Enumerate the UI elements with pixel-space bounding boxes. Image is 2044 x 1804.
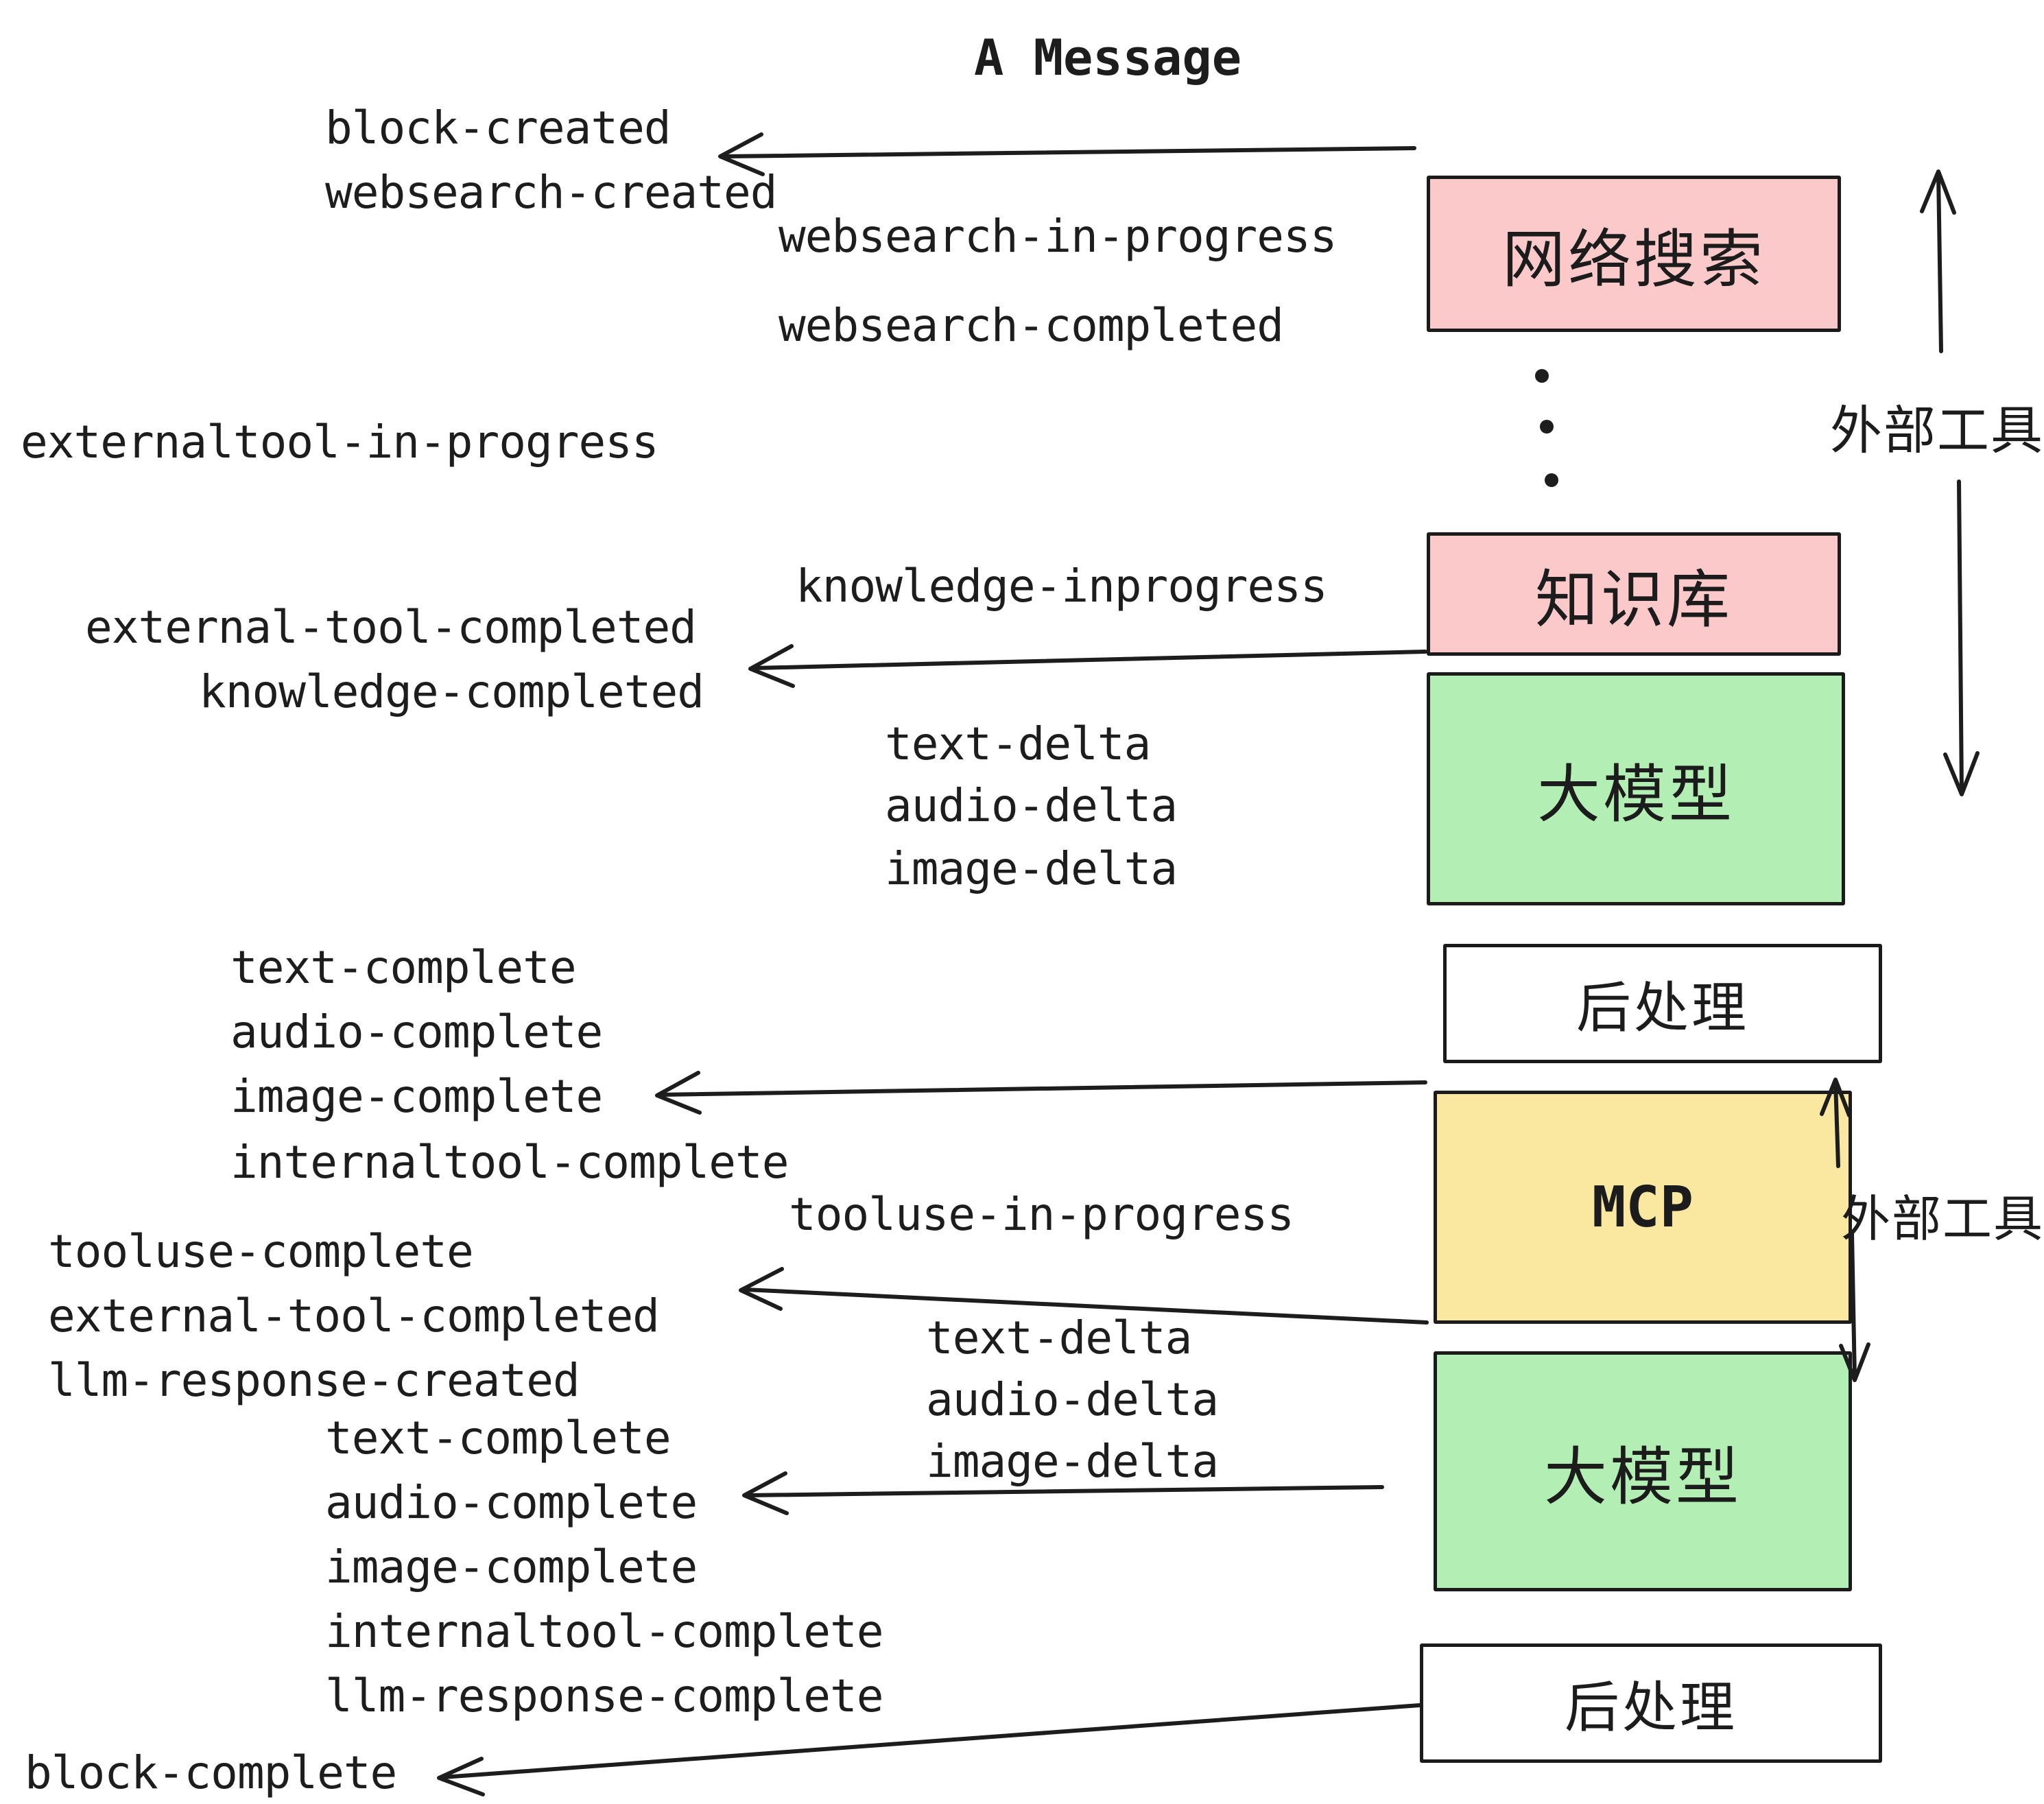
knowledge-base-box-label: 知识库	[1534, 565, 1733, 635]
event-websearch-completed: websearch-completed	[779, 299, 1284, 352]
event-image-delta-2: image-delta	[926, 1435, 1219, 1488]
event-text-complete-2: text-complete	[325, 1412, 672, 1464]
postprocess-box-top-label: 后处理	[1576, 977, 1749, 1039]
llm-box-top-label: 大模型	[1536, 759, 1735, 830]
external-tools-label-mcp: 外部工具	[1841, 1192, 2044, 1247]
page-title: A Message	[974, 29, 1242, 86]
event-tooluse-complete: tooluse-complete	[48, 1225, 474, 1278]
llm-box-bottom-label: 大模型	[1543, 1442, 1742, 1512]
event-text-delta-2: text-delta	[926, 1312, 1192, 1364]
arrow-up-external-top-icon	[1920, 169, 1956, 353]
event-audio-delta-2: audio-delta	[926, 1373, 1219, 1426]
websearch-box: 网络搜索	[1427, 176, 1841, 332]
websearch-box-label: 网络搜索	[1501, 224, 1766, 295]
event-externaltool-in-progress: externaltool-in-progress	[21, 416, 659, 468]
event-text-delta: text-delta	[885, 717, 1151, 770]
event-websearch-in-progress: websearch-in-progress	[779, 210, 1337, 263]
arrow-down-external-top-icon	[1943, 479, 1980, 796]
event-llm-response-complete: llm-response-complete	[325, 1670, 883, 1722]
arrow-image-complete-icon	[655, 1071, 1427, 1115]
event-tooluse-in-progress: tooluse-in-progress	[789, 1188, 1294, 1241]
event-image-complete-2: image-complete	[325, 1541, 698, 1593]
llm-box-top: 大模型	[1427, 672, 1845, 905]
event-block-complete: block-complete	[25, 1746, 397, 1799]
mcp-box-label: MCP	[1591, 1174, 1694, 1240]
event-audio-complete-2: audio-complete	[325, 1476, 698, 1529]
knowledge-base-box: 知识库	[1427, 532, 1841, 656]
event-block-created: block-created	[325, 102, 672, 154]
arrow-block-created-icon	[718, 132, 1416, 176]
external-tools-label-top: 外部工具	[1830, 402, 2044, 460]
event-image-complete: image-complete	[230, 1070, 603, 1123]
event-websearch-created: websearch-created	[325, 166, 778, 219]
postprocess-box-bottom-label: 后处理	[1565, 1677, 1737, 1738]
event-knowledge-inprogress: knowledge-inprogress	[796, 560, 1328, 613]
event-knowledge-completed: knowledge-completed	[199, 665, 704, 718]
postprocess-box-bottom: 后处理	[1420, 1643, 1882, 1763]
event-external-tool-completed-2: external-tool-completed	[48, 1290, 660, 1342]
event-internaltool-complete: internaltool-complete	[230, 1136, 789, 1189]
event-audio-complete: audio-complete	[230, 1006, 603, 1058]
llm-box-bottom: 大模型	[1434, 1351, 1852, 1591]
event-external-tool-completed: external-tool-completed	[85, 601, 697, 654]
ellipsis-dots-icon	[1535, 369, 1558, 487]
event-image-delta: image-delta	[885, 842, 1178, 895]
mcp-box: MCP	[1434, 1091, 1852, 1324]
event-audio-delta: audio-delta	[885, 779, 1178, 832]
event-text-complete: text-complete	[230, 941, 577, 994]
arrow-knowledge-completed-icon	[748, 644, 1427, 688]
postprocess-box-top: 后处理	[1443, 944, 1882, 1063]
event-llm-response-created: llm-response-created	[48, 1354, 580, 1407]
event-internaltool-complete-2: internaltool-complete	[325, 1605, 883, 1658]
